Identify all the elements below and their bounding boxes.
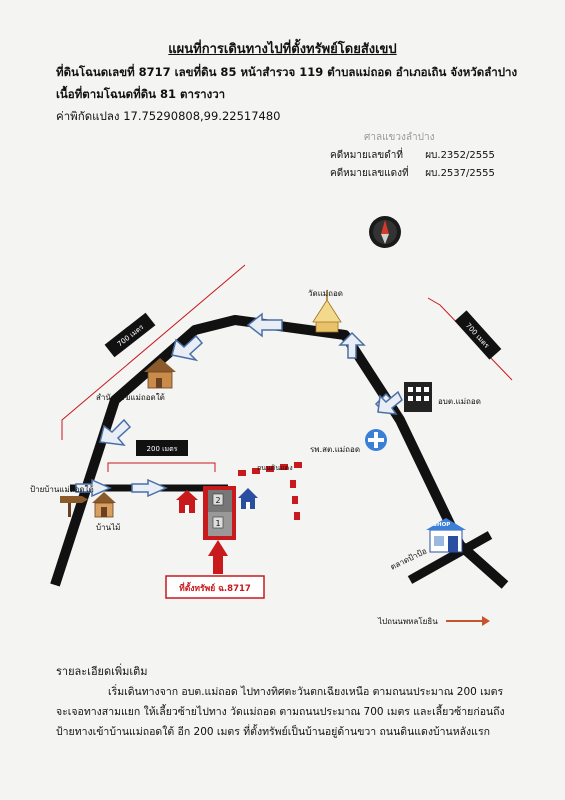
coordinates: ค่าพิกัดแปลง 17.75290808,99.22517480: [56, 109, 281, 123]
route-arrow: [75, 478, 112, 498]
route-arrows: [75, 312, 403, 498]
distance-label-right: 700 เมตร: [454, 310, 502, 360]
distance-label-left: 700 เมตร: [104, 312, 156, 358]
black-case-number: คดีหมายเลขดำที่ ผบ.2352/2555: [330, 148, 495, 163]
court-name: ศาลแขวงลำปาง: [364, 132, 435, 143]
route-arrow: [99, 418, 132, 446]
red-dirt-road: [238, 462, 302, 520]
area-info: เนื้อที่ตามโฉนดที่ดิน 81 ตารางวา: [56, 87, 226, 101]
house-icon: [238, 488, 258, 509]
details-heading: รายละเอียดเพิ่มเติม: [56, 665, 148, 678]
red-case-number: คดีหมายเลขแดงที่ ผบ.2537/2555: [330, 166, 495, 181]
route-arrow: [377, 390, 403, 415]
temple-icon: [312, 290, 342, 333]
building-icon: [404, 382, 432, 412]
property-label-box: [165, 575, 265, 599]
property-plot: 2 1: [203, 486, 236, 540]
plot-2-label: 2: [215, 496, 220, 505]
black-case-value: ผบ.2352/2555: [425, 150, 495, 161]
wooden-house-label: บ้านไม้: [96, 523, 120, 532]
shop-icon: [426, 518, 466, 553]
distance-label-lane: 200 เมตร: [136, 440, 188, 456]
property-pointer-arrow: [208, 540, 228, 574]
hospital-icon: [365, 429, 387, 451]
shop-sign-label: SHOP: [433, 522, 450, 528]
wooden-house-icon: [92, 492, 116, 518]
page-title: แผนที่การเดินทางไปที่ตั้งทรัพย์โดยสังเขป: [168, 42, 397, 57]
village-sign-label: ป้ายบ้านแม่ถอดใต้: [30, 485, 94, 494]
temple-label: วัดแม่ถอด: [308, 289, 343, 298]
route-arrow: [338, 331, 366, 359]
to-road-label: ไปถนนพหลโยธิน: [377, 616, 438, 626]
route-arrow: [131, 478, 168, 498]
house-icon: [176, 490, 198, 513]
deed-info: ที่ดินโฉนดเลขที่ 8717 เลขที่ดิน 85 หน้าส…: [56, 65, 518, 79]
black-case-label: คดีหมายเลขดำที่: [330, 150, 403, 161]
arrow-right-icon: [446, 616, 490, 626]
compass-icon: [369, 216, 401, 248]
signpost-icon: [60, 496, 88, 517]
market-road: [407, 531, 493, 584]
hospital-label: รพ.สต.แม่ถอด: [310, 445, 360, 454]
monk-office-icon: [144, 358, 176, 389]
sao-label: อบต.แม่ถอด: [438, 397, 481, 406]
route-map: 700 เมตร 700 เมตร 200 เมตร: [30, 216, 513, 626]
monk-office-label: สำนักสงฆ์แม่ถอดใต้: [96, 392, 165, 402]
distance-guide-left: [61, 264, 246, 440]
red-case-label: คดีหมายเลขแดงที่: [330, 168, 409, 179]
distance-guide-right: [427, 297, 513, 381]
property-label: ที่ตั้งทรัพย์ ฉ.8717: [179, 581, 251, 594]
distance-text-lane: 200 เมตร: [147, 445, 178, 453]
route-arrow: [246, 312, 283, 338]
distance-guide-lane: [107, 462, 216, 472]
red-case-value: ผบ.2537/2555: [425, 168, 495, 179]
plot-1-label: 1: [215, 519, 220, 528]
red-dirt-road-label: ถนนดินแดง: [257, 464, 293, 472]
route-arrow: [171, 334, 204, 362]
details-text: เริ่มเดินทางจาก อบต.แม่ถอด ไปทางทิศตะวัน…: [56, 686, 505, 738]
